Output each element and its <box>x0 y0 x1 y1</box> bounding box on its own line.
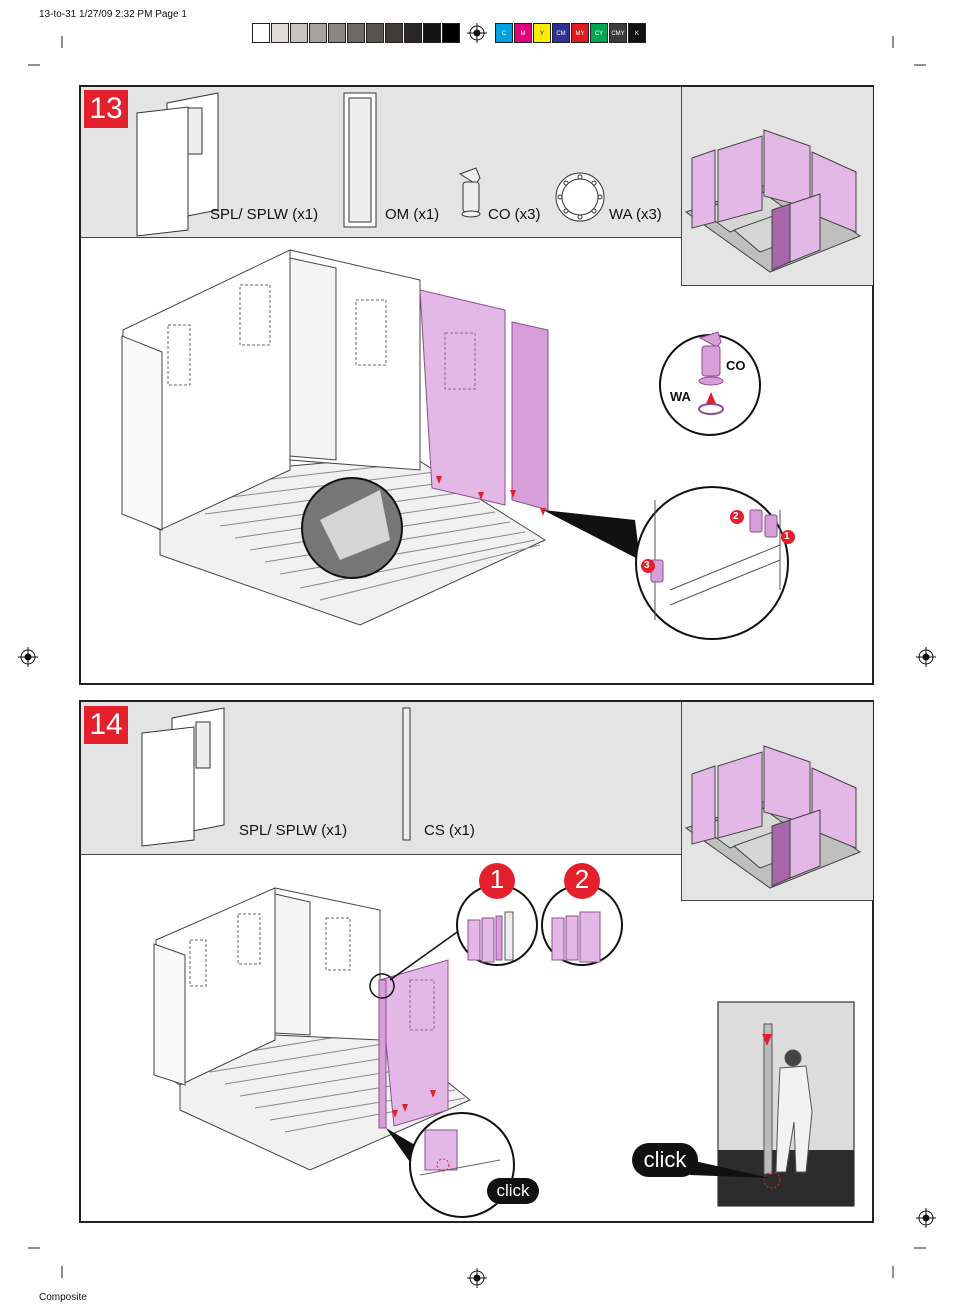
registration-mark-left <box>18 647 38 667</box>
step-13-new-panel <box>419 289 506 506</box>
step-13-down-arrows <box>436 476 546 516</box>
om-column-icon <box>343 92 377 228</box>
spl-splw-label: SPL/ SPLW (x1) <box>210 206 319 223</box>
wa-detail-label: WA <box>670 389 691 404</box>
registration-mark-right <box>916 647 936 667</box>
sequence-3: 3 <box>644 560 650 571</box>
gray-swatch <box>328 23 346 43</box>
gray-swatch <box>290 23 308 43</box>
gray-swatch <box>442 23 460 43</box>
gray-swatch <box>404 23 422 43</box>
step-14-new-panel <box>379 959 449 1127</box>
caps-in-zoom <box>650 509 778 583</box>
gray-swatch <box>366 23 384 43</box>
registration-mark-top <box>467 23 487 43</box>
wa-label: WA (x3) <box>609 206 662 223</box>
spl-splw-label-14: SPL/ SPLW (x1) <box>239 822 348 839</box>
gray-swatch <box>385 23 403 43</box>
spl-panel-icon-14 <box>141 707 225 847</box>
print-header: 13-to-31 1/27/09 2:32 PM Page 1 <box>39 9 187 20</box>
step-13-new-column <box>511 321 549 511</box>
cmyk-swatch: C <box>495 23 513 43</box>
cmyk-swatch: CMY <box>609 23 627 43</box>
cs-strip-icon <box>402 707 411 841</box>
step-14-cs-strip <box>378 979 387 1129</box>
step-14-overview-shed <box>684 745 862 889</box>
step-13-number: 13 <box>84 90 128 128</box>
cmyk-swatch: MY <box>571 23 589 43</box>
co-cap-icon <box>458 167 481 218</box>
co-detail-label: CO <box>726 358 746 373</box>
click-bubble-large: click <box>632 1143 698 1177</box>
step-14-number: 14 <box>84 706 128 744</box>
sequence-1: 1 <box>784 531 790 542</box>
cmyk-swatch: K <box>628 23 646 43</box>
spl-panel-icon <box>136 92 219 237</box>
cmyk-swatch: M <box>514 23 532 43</box>
detail-1-badge <box>479 863 515 899</box>
om-label: OM (x1) <box>385 206 440 223</box>
cmyk-swatch: Y <box>533 23 551 43</box>
detail-2-badge <box>564 863 600 899</box>
wa-washer-icon <box>555 172 605 222</box>
co-label: CO (x3) <box>488 206 541 223</box>
registration-mark-bottom <box>467 1268 487 1288</box>
gray-swatch <box>347 23 365 43</box>
cmyk-swatch: CM <box>552 23 570 43</box>
detail-1-number: 1 <box>489 864 505 894</box>
sequence-2: 2 <box>733 511 739 522</box>
cmyk-swatch: CY <box>590 23 608 43</box>
print-footer: Composite <box>39 1292 87 1303</box>
step-13-overview-shed <box>684 129 862 273</box>
click-bubble-small: click <box>487 1178 539 1204</box>
cs-label: CS (x1) <box>424 822 475 839</box>
gray-swatch <box>252 23 270 43</box>
registration-mark-bottom-right <box>916 1208 936 1228</box>
gray-swatch <box>423 23 441 43</box>
detail-2-number: 2 <box>574 864 590 894</box>
gray-swatch <box>309 23 327 43</box>
person-figure <box>775 1049 813 1173</box>
gray-swatch <box>271 23 289 43</box>
step-13-shed-assembly <box>121 249 547 626</box>
